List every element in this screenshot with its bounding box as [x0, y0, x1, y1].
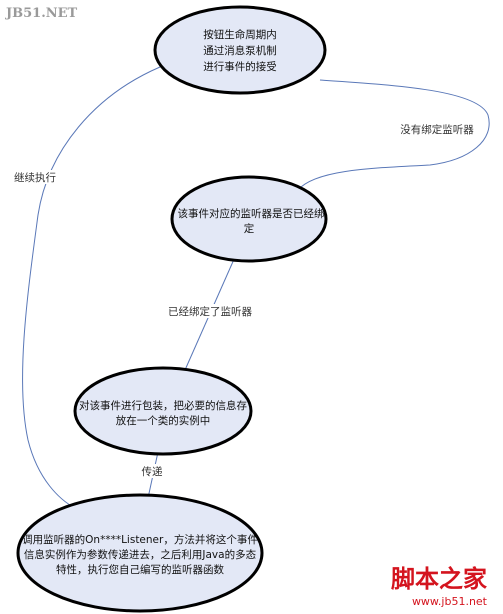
- node-lifecycle-line: 按钮生命周期内: [203, 28, 277, 41]
- edge-lifecycle-to-call: [22, 66, 161, 509]
- node-check-line: 定: [244, 222, 255, 235]
- node-call-line: 特性，执行您自己编写的监听器函数: [56, 563, 224, 576]
- watermark-url: www.jb51.net: [412, 595, 488, 608]
- watermark-brand: 脚本之家: [391, 564, 487, 593]
- node-call: 调用监听器的On****Listener，方法并将这个事件 信息实例作为参数传递…: [16, 493, 264, 613]
- node-check-line: 该事件对应的监听器是否已经绑: [178, 207, 325, 220]
- watermark-top: JB51.NET: [5, 6, 78, 21]
- edge-lifecycle-to-check: [297, 79, 490, 191]
- edge-label-pass: 传递: [142, 465, 163, 478]
- node-lifecycle-line: 进行事件的接受: [203, 60, 277, 73]
- node-wrap: 对该事件进行包装，把必要的信息存 放在一个类的实例中: [73, 366, 253, 456]
- edge-label-not-bound: 没有绑定监听器: [400, 123, 474, 136]
- node-wrap-line: 放在一个类的实例中: [116, 414, 211, 427]
- node-check: 该事件对应的监听器是否已经绑 定: [170, 175, 328, 263]
- node-wrap-line: 对该事件进行包装，把必要的信息存: [79, 399, 247, 412]
- node-call-line: 调用监听器的On****Listener，方法并将这个事件: [22, 533, 258, 546]
- node-lifecycle: 按钮生命周期内 通过消息泵机制 进行事件的接受: [153, 5, 327, 95]
- edge-label-continue: 继续执行: [14, 171, 56, 184]
- node-lifecycle-line: 通过消息泵机制: [203, 44, 277, 57]
- edge-label-bound: 已经绑定了监听器: [168, 305, 252, 318]
- watermark-bottom: 脚本之家 www.jb51.net: [391, 564, 488, 608]
- node-call-line: 信息实例作为参数传递进去，之后利用Java的多态: [24, 548, 257, 561]
